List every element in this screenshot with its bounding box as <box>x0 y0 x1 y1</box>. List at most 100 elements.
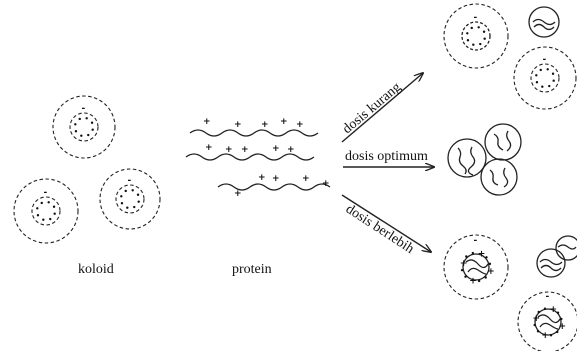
colloid-particle-left: - <box>13 178 79 244</box>
label-dose-optimum: dosis optimum <box>345 149 428 164</box>
positive-charge-mark: + <box>541 331 549 341</box>
svg-text:+: + <box>241 145 249 155</box>
negative-charge-dot <box>543 307 547 310</box>
negative-charge-dot <box>556 311 560 314</box>
colloid-particle-right: - <box>99 168 161 230</box>
negative-charge-dot <box>126 206 129 209</box>
result-low-particle-1: - <box>443 3 509 69</box>
negative-charge-dot <box>539 68 542 72</box>
negative-charge-dot <box>120 195 123 198</box>
negative-charge-dot <box>137 200 140 203</box>
positive-charge-mark: + <box>550 305 558 315</box>
svg-text:+: + <box>322 179 330 189</box>
negative-charge-dot <box>49 217 52 221</box>
negative-charge-dot <box>533 323 536 327</box>
negative-charge-dot <box>479 42 482 46</box>
negative-charge-dot <box>477 279 481 283</box>
arrow-dose-excess <box>341 194 431 252</box>
negative-charge-dot <box>477 26 480 29</box>
result-optimum-floc <box>447 123 522 196</box>
negative-charge-mark: - <box>546 292 550 302</box>
negative-charge-dot <box>131 189 134 192</box>
svg-text:+: + <box>205 143 213 153</box>
negative-charge-dot <box>556 330 559 334</box>
svg-text:+: + <box>234 189 242 199</box>
negative-charge-dot <box>485 256 488 259</box>
protein-chain-3: + + + + + <box>217 173 331 199</box>
negative-charge-mark: - <box>474 13 478 23</box>
negative-charge-mark: - <box>474 236 478 246</box>
positive-charge-mark: + <box>487 267 495 277</box>
arrow-dose-low <box>341 73 423 143</box>
negative-charge-dot <box>40 201 43 205</box>
negative-charge-dot <box>85 117 88 120</box>
negative-charge-dot <box>91 128 94 131</box>
negative-charge-dot <box>133 205 136 209</box>
negative-charge-dot <box>541 85 544 88</box>
svg-text:+: + <box>234 120 242 130</box>
svg-text:+: + <box>272 144 280 154</box>
negative-charge-dot <box>36 207 39 210</box>
svg-text:+: + <box>261 120 269 130</box>
negative-charge-dot <box>80 134 83 137</box>
negative-charge-mark: - <box>128 176 132 186</box>
result-excess-floc <box>536 235 577 278</box>
svg-text:+: + <box>280 117 288 127</box>
negative-charge-dot <box>470 26 473 30</box>
negative-charge-dot <box>87 133 90 137</box>
svg-text:+: + <box>287 145 295 155</box>
negative-charge-dot <box>42 218 45 221</box>
svg-text:+: + <box>225 145 233 155</box>
negative-charge-dot <box>548 84 551 88</box>
negative-charge-dot <box>560 317 563 321</box>
negative-charge-dot <box>535 81 539 84</box>
negative-charge-dot <box>535 74 538 77</box>
positive-charge-mark: + <box>469 277 477 287</box>
negative-charge-dot <box>74 130 78 133</box>
colloid-particle-top: - <box>52 95 116 159</box>
negative-charge-dot <box>78 117 81 121</box>
negative-charge-dot <box>464 275 467 278</box>
svg-text:+: + <box>203 117 211 127</box>
negative-charge-dot <box>74 123 77 126</box>
negative-charge-dot <box>484 276 487 279</box>
negative-charge-dot <box>488 262 492 266</box>
negative-charge-dot <box>552 79 555 82</box>
positive-charge-mark: + <box>559 322 567 332</box>
negative-charge-dot <box>536 330 540 333</box>
negative-charge-dot <box>47 201 50 204</box>
protein-chain-1: + + + + + <box>189 117 319 137</box>
result-low-particle-3: - <box>513 46 577 110</box>
negative-charge-dot <box>472 43 475 46</box>
colloid-label: koloid <box>78 262 114 277</box>
positive-charge-mark: + <box>460 259 468 269</box>
negative-charge-dot <box>471 251 475 255</box>
negative-charge-dot <box>466 32 469 35</box>
svg-text:+: + <box>296 120 304 130</box>
negative-charge-dot <box>546 68 549 71</box>
negative-charge-dot <box>52 205 56 208</box>
negative-charge-mark: - <box>82 104 86 114</box>
positive-charge-mark: + <box>478 249 486 259</box>
result-low-particle-2 <box>528 6 560 38</box>
label-dose-low: dosis kurang <box>340 80 404 137</box>
svg-text:+: + <box>272 174 280 184</box>
negative-charge-dot <box>483 37 486 40</box>
negative-charge-dot <box>549 334 553 337</box>
negative-charge-mark: - <box>44 188 48 198</box>
svg-text:+: + <box>258 173 266 183</box>
negative-charge-dot <box>460 268 464 272</box>
svg-text:+: + <box>302 174 310 184</box>
result-excess-particle-2: ++++- <box>517 291 577 351</box>
negative-charge-dot <box>124 189 127 193</box>
negative-charge-dot <box>136 193 140 196</box>
result-excess-particle-1: ++++- <box>443 234 509 300</box>
negative-charge-dot <box>537 310 540 314</box>
negative-charge-dot <box>53 212 56 215</box>
negative-charge-dot <box>482 30 486 33</box>
negative-charge-dot <box>466 39 470 42</box>
positive-charge-mark: + <box>532 314 540 324</box>
label-dose-excess: dosis berlebih <box>343 202 417 257</box>
negative-charge-dot <box>120 202 124 205</box>
